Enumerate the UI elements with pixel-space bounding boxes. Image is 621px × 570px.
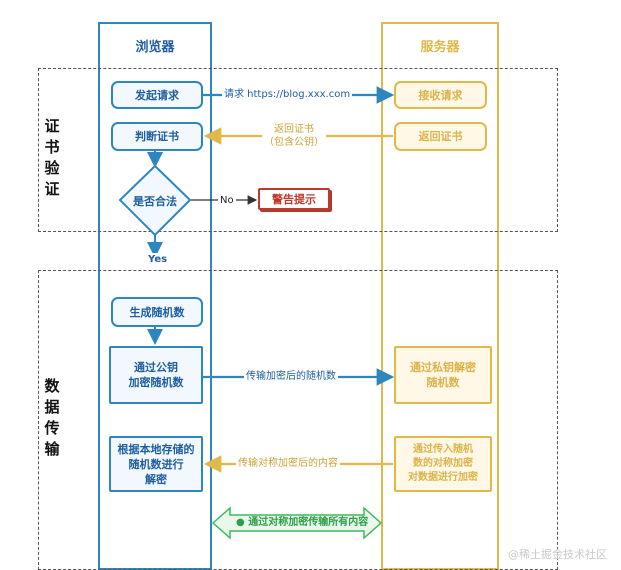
receive-request-label: 接收请求 — [418, 88, 463, 102]
send-request-label: 发起请求 — [135, 88, 179, 102]
decrypt-content-box: 根据本地存储的 随机数进行 解密 — [109, 436, 203, 492]
decrypt-private-box: 通过私钥解密 随机数 — [394, 346, 492, 404]
encrypt-data-label: 通过传入随机 数的对称加密 对数据进行加密 — [408, 444, 478, 483]
yes-label: Yes — [146, 253, 170, 266]
receive-request-box: 接收请求 — [394, 81, 487, 109]
decrypt-content-label: 根据本地存储的 随机数进行 解密 — [117, 442, 195, 486]
request-arrow-label: 请求 https://blog.xxx.com — [222, 88, 353, 101]
gen-random-box: 生成随机数 — [111, 297, 203, 327]
symmetric-double-arrow — [211, 506, 383, 540]
return-cert-label: 返回证书 — [418, 130, 463, 143]
judge-cert-box: 判断证书 — [111, 122, 203, 151]
decrypt-private-label: 通过私钥解密 随机数 — [410, 361, 476, 389]
judge-cert-label: 判断证书 — [135, 130, 179, 143]
gen-random-label: 生成随机数 — [129, 305, 185, 319]
send-content-label: 传输对称加密后的内容 — [236, 457, 340, 470]
is-valid-label: 是否合法 — [133, 195, 177, 208]
server-lane-title: 服务器 — [420, 40, 460, 55]
cert-verify-section — [38, 68, 558, 232]
cert-section-label: 证 书 验 证 — [44, 117, 60, 198]
return-cert-box: 返回证书 — [394, 122, 487, 151]
warning-label: 警告提示 — [272, 192, 316, 206]
no-label: No — [218, 194, 236, 207]
data-section-label: 数 据 传 输 — [44, 377, 60, 458]
return-cert-arrow-label: 返回证书 （包含公钥） — [262, 123, 326, 149]
warning-box: 警告提示 — [258, 188, 330, 210]
encrypt-random-box: 通过公钥 加密随机数 — [109, 346, 203, 404]
browser-lane-title: 浏览器 — [135, 40, 175, 55]
encrypt-data-box: 通过传入随机 数的对称加密 对数据进行加密 — [394, 436, 492, 492]
send-request-box: 发起请求 — [111, 81, 203, 109]
watermark: @稀土掘金技术社区 — [508, 548, 607, 561]
send-encrypted-label: 传输加密后的随机数 — [244, 370, 338, 383]
symmetric-label: ● 通过对称加密传输所有内容 — [236, 517, 369, 528]
valid-diamond — [118, 164, 192, 237]
encrypt-random-label: 通过公钥 加密随机数 — [128, 361, 184, 389]
